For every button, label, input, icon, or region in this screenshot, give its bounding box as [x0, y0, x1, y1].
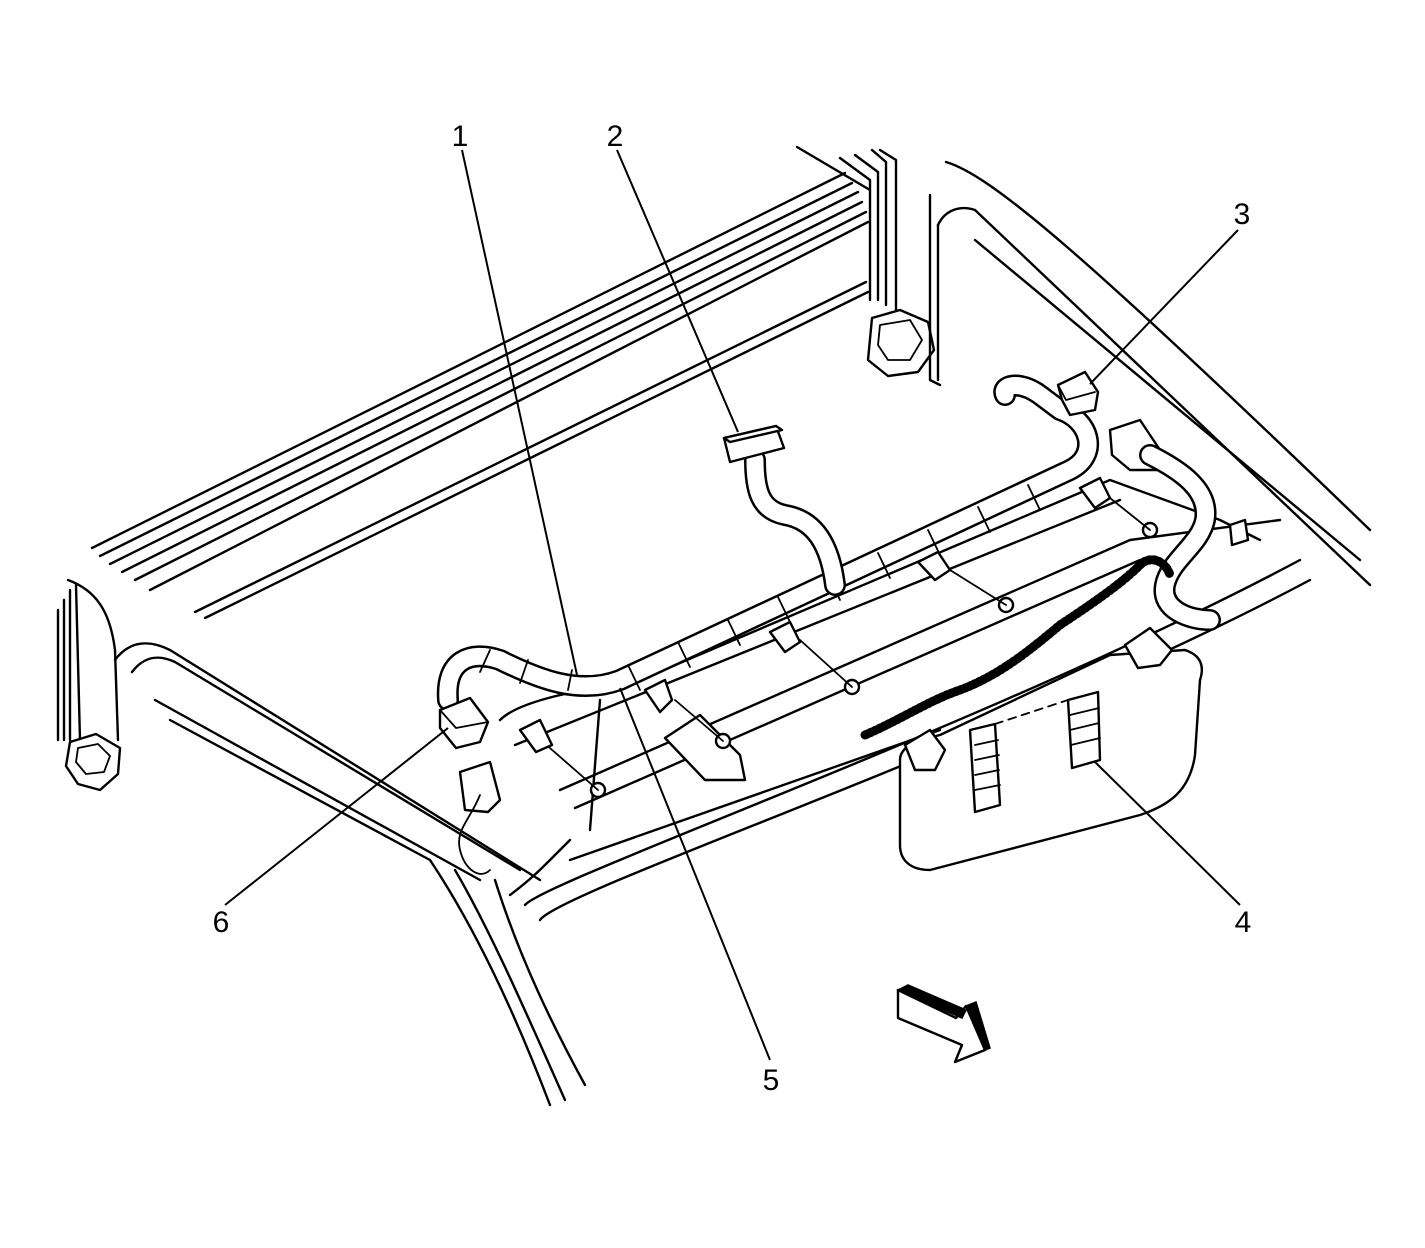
callout-5: 5: [763, 1064, 780, 1097]
leader-5: [619, 687, 771, 1061]
leader-4: [1094, 761, 1241, 906]
callout-6: 6: [213, 906, 230, 939]
connector-6: [438, 696, 490, 750]
right-pillar: [795, 145, 1372, 587]
callout-2: 2: [607, 120, 624, 153]
callout-1: 1: [452, 120, 469, 153]
callout-3: 3: [1234, 198, 1251, 231]
roof-panel: [90, 171, 870, 620]
leader-2: [616, 149, 739, 433]
right-connector: [1108, 418, 1250, 631]
connector-3: [1056, 370, 1100, 417]
callout-4: 4: [1235, 906, 1252, 939]
left-pillar: [56, 578, 542, 882]
visor-harness: [860, 555, 1175, 740]
leader-6: [224, 727, 449, 906]
leader-lines: [224, 149, 1241, 1061]
screw-holes: [534, 489, 1159, 799]
left-connector: [458, 760, 502, 875]
sun-visor: [898, 626, 1204, 872]
pigtail-2: [722, 424, 846, 596]
leader-3: [1089, 229, 1239, 385]
callouts: 1 2 3 4 5 6: [213, 120, 1252, 1097]
lower-body-left: [428, 558, 1312, 1107]
forward-arrow-icon: [896, 984, 991, 1064]
leader-1: [461, 149, 578, 676]
main-wiring-harness: [436, 374, 1112, 754]
